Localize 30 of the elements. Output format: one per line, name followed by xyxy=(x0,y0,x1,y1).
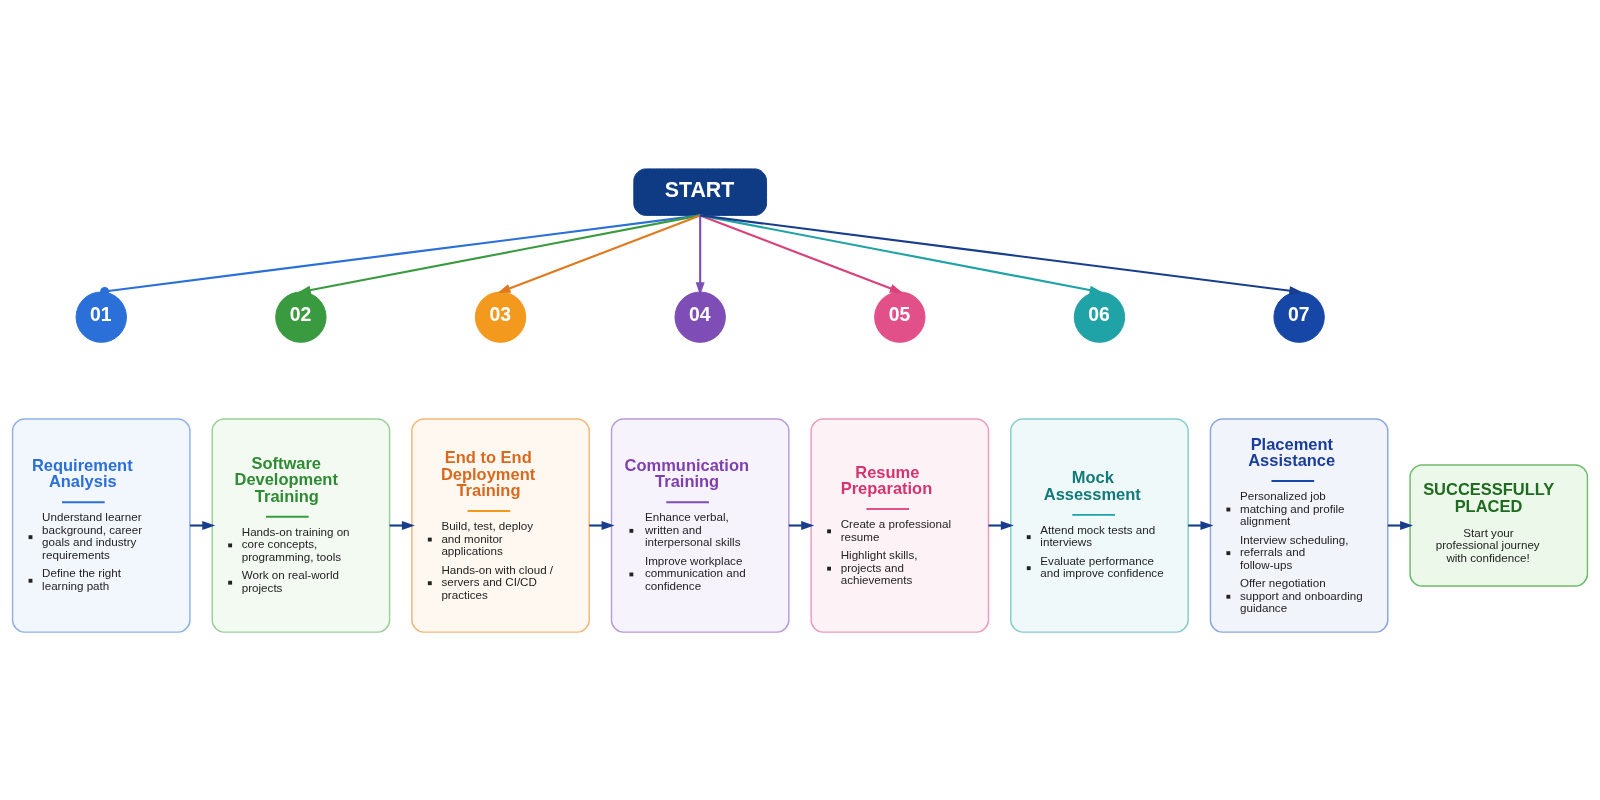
arrow xyxy=(389,520,415,530)
node-circle: 01 xyxy=(75,290,127,343)
node-box: Requirement Analysis Understand learner background, career goals and industry requirements Define the right learning path xyxy=(11,417,191,633)
node-box: Communication Training Enhance verbal, written and interpersonal skills Improve workplace communication and confidence xyxy=(610,417,790,633)
arrow xyxy=(1188,520,1214,530)
arrow xyxy=(700,213,1103,295)
arrow xyxy=(297,213,701,295)
node-box: End to End Deployment Training Build, test, deploy and monitor applications Hands-on with cloud / servers and CI/CD practices xyxy=(411,417,590,633)
node-circle: 07 xyxy=(1273,290,1325,343)
connector xyxy=(100,213,701,296)
arrow xyxy=(189,520,216,530)
arrow xyxy=(589,520,615,530)
arrow xyxy=(988,520,1014,530)
node-box: Resume Preparation Create a professional resume Highlight skills, projects and achievements xyxy=(810,417,990,633)
node-circle: 04 xyxy=(674,290,726,343)
node-box: Software Development Training Hands-on training on core concepts, programming, tools Work on real-world projects xyxy=(211,417,391,633)
arrow xyxy=(699,213,903,293)
arrow xyxy=(788,520,815,530)
node-circle: 02 xyxy=(275,290,327,343)
node-box: Mock Assessment Attend mock tests and interviews Evaluate performance and improve confidence xyxy=(1010,417,1189,633)
arrow xyxy=(700,213,1303,295)
node-box: Placement Assistance Personalized job matching and profile alignment Interview scheduling, referrals and follow-ups Offer negotiation support and onboarding guidance xyxy=(1209,417,1389,633)
node-box: SUCCESSFULLY PLACED Start your professional journey with confidence! xyxy=(1409,463,1589,587)
arrow xyxy=(695,214,705,295)
node-box: START xyxy=(633,167,768,216)
node-circle: 06 xyxy=(1073,290,1126,343)
node-circle: 03 xyxy=(474,290,527,343)
arrow xyxy=(497,213,701,293)
node-circle: 05 xyxy=(874,290,926,343)
arrow xyxy=(1387,520,1414,530)
